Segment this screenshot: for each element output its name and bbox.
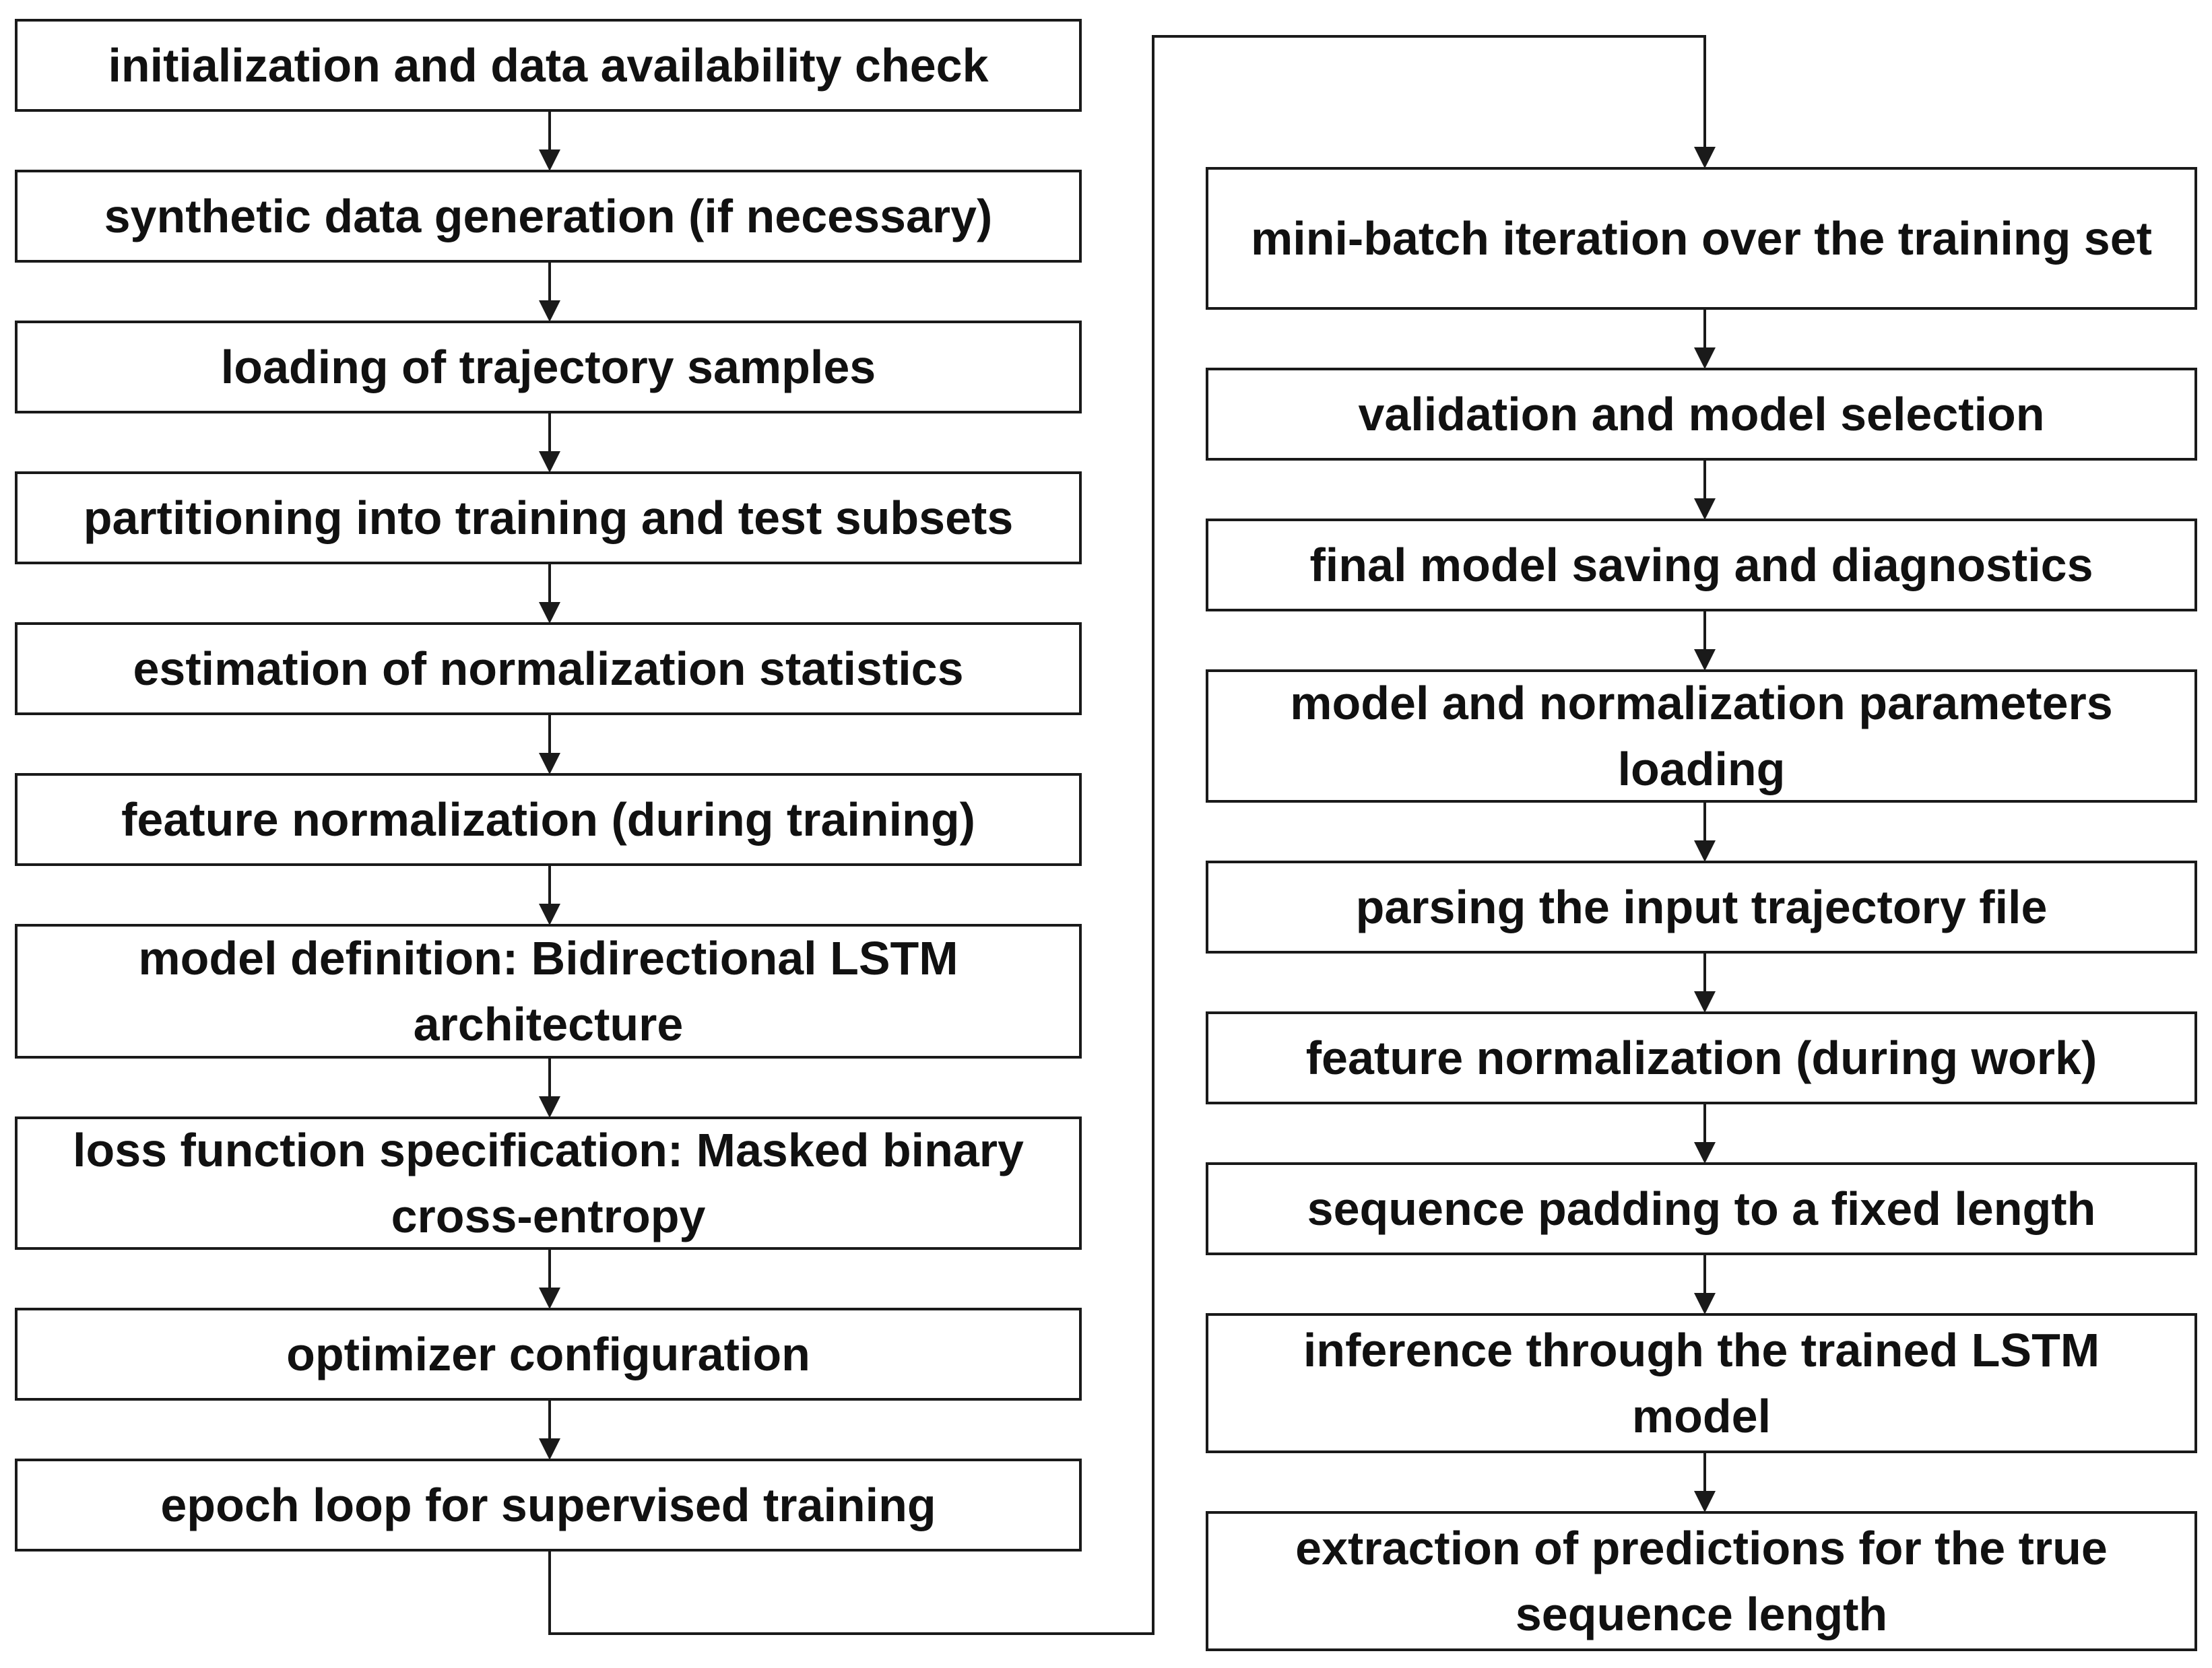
step-label: mini-batch iteration over the training s…: [1251, 212, 2152, 265]
step-label: loss function specification: Masked bina…: [73, 1124, 1024, 1242]
step-label: model definition: Bidirectional LSTM arc…: [138, 932, 958, 1050]
step-label: synthetic data generation (if necessary): [104, 190, 993, 242]
step-normalization-stats: estimation of normalization statistics: [15, 622, 1082, 715]
step-label: final model saving and diagnostics: [1309, 539, 2093, 591]
step-mini-batch: mini-batch iteration over the training s…: [1206, 167, 2197, 310]
step-label: model and normalization parameters loadi…: [1290, 677, 2113, 795]
step-feature-normalization-work: feature normalization (during work): [1206, 1011, 2197, 1104]
step-feature-normalization-training: feature normalization (during training): [15, 773, 1082, 866]
step-label: loading of trajectory samples: [220, 341, 876, 393]
step-label: epoch loop for supervised training: [160, 1479, 936, 1531]
step-validation: validation and model selection: [1206, 368, 2197, 461]
step-loading-samples: loading of trajectory samples: [15, 321, 1082, 413]
step-label: feature normalization (during work): [1305, 1032, 2097, 1084]
step-extraction: extraction of predictions for the true s…: [1206, 1511, 2197, 1651]
step-label: validation and model selection: [1358, 388, 2045, 440]
arrow-s10-s11: [548, 35, 1716, 1635]
step-optimizer: optimizer configuration: [15, 1308, 1082, 1401]
step-inference: inference through the trained LSTM model: [1206, 1313, 2197, 1453]
step-sequence-padding: sequence padding to a fixed length: [1206, 1162, 2197, 1255]
step-parsing-input: parsing the input trajectory file: [1206, 861, 2197, 954]
step-label: partitioning into training and test subs…: [83, 492, 1014, 544]
step-label: estimation of normalization statistics: [133, 642, 964, 695]
step-loss-function: loss function specification: Masked bina…: [15, 1116, 1082, 1250]
step-model-definition: model definition: Bidirectional LSTM arc…: [15, 924, 1082, 1059]
step-initialization: initialization and data availability che…: [15, 19, 1082, 112]
step-label: sequence padding to a fixed length: [1307, 1182, 2096, 1235]
step-synthetic-data: synthetic data generation (if necessary): [15, 170, 1082, 263]
step-label: extraction of predictions for the true s…: [1295, 1522, 2108, 1640]
step-partitioning: partitioning into training and test subs…: [15, 471, 1082, 564]
step-epoch-loop: epoch loop for supervised training: [15, 1459, 1082, 1552]
step-final-model-saving: final model saving and diagnostics: [1206, 519, 2197, 611]
step-label: optimizer configuration: [286, 1328, 810, 1380]
step-label: inference through the trained LSTM model: [1303, 1324, 2100, 1442]
step-label: feature normalization (during training): [121, 793, 975, 846]
step-parameters-loading: model and normalization parameters loadi…: [1206, 669, 2197, 803]
step-label: parsing the input trajectory file: [1355, 881, 2048, 933]
step-label: initialization and data availability che…: [108, 39, 989, 92]
